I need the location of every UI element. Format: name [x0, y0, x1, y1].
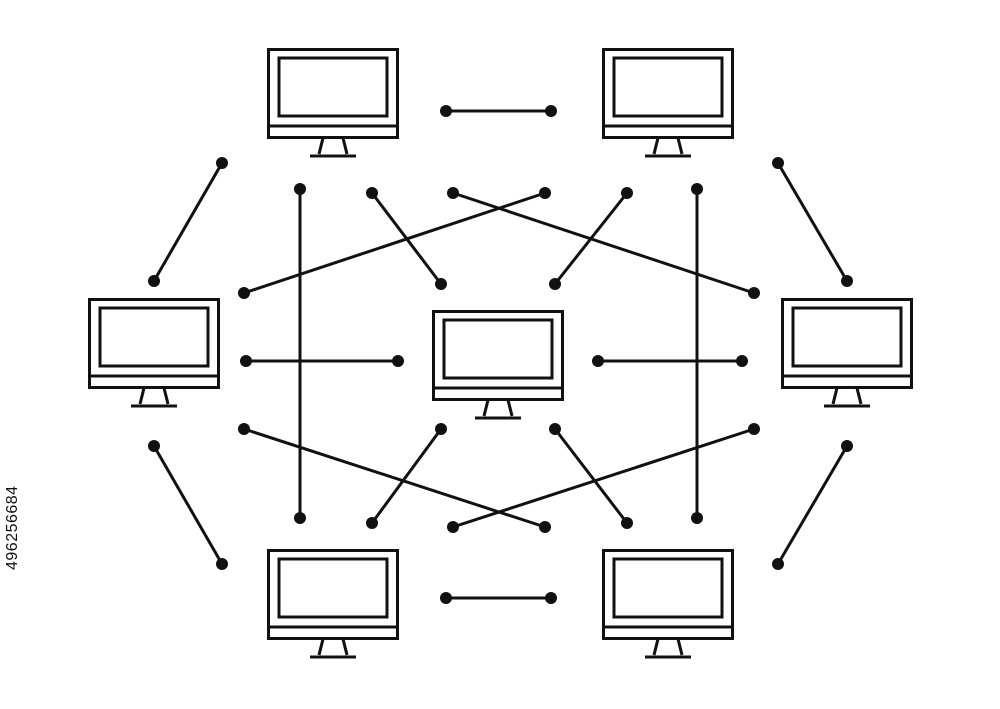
connection-line	[370, 428, 443, 524]
connection-endpoint-dot	[447, 521, 459, 533]
connection-line	[243, 191, 546, 295]
connection-endpoint-dot	[148, 440, 160, 452]
computer-right	[781, 298, 913, 408]
connection-endpoint-dot	[216, 558, 228, 570]
connection-bottom-left-to-center	[366, 423, 447, 529]
connection-endpoint-dot	[549, 278, 561, 290]
monitor-icon	[267, 48, 399, 158]
connection-endpoint-dot	[440, 105, 452, 117]
connection-endpoint-dot	[366, 517, 378, 529]
connection-top-right-to-right	[772, 157, 853, 287]
monitor-icon	[88, 298, 220, 408]
connection-endpoint-dot	[748, 423, 760, 435]
connection-bottom-right-to-center	[549, 423, 633, 529]
connection-endpoint-dot	[366, 187, 378, 199]
connection-top-left-to-top-right	[440, 105, 557, 117]
connection-endpoint-dot	[240, 355, 252, 367]
connection-top-right-to-bottom-right	[691, 183, 703, 524]
connection-line	[152, 162, 224, 282]
connection-left-to-bottom-right	[238, 423, 551, 533]
connection-top-right-to-left	[238, 187, 551, 299]
monitor-icon	[781, 298, 913, 408]
connection-center-to-right	[592, 355, 748, 367]
connection-endpoint-dot	[841, 275, 853, 287]
connection-endpoint-dot	[392, 355, 404, 367]
connection-line	[452, 427, 755, 529]
connection-endpoint-dot	[736, 355, 748, 367]
connection-endpoint-dot	[294, 512, 306, 524]
connection-endpoint-dot	[545, 592, 557, 604]
connection-left-to-bottom-left	[148, 440, 228, 570]
connection-line	[776, 445, 849, 565]
connection-line	[776, 162, 849, 282]
connection-endpoint-dot	[435, 278, 447, 290]
monitor-icon	[267, 549, 399, 659]
computer-center	[432, 310, 564, 420]
connection-endpoint-dot	[748, 287, 760, 299]
connection-bottom-left-to-bottom-right	[440, 592, 557, 604]
connection-line	[152, 445, 224, 565]
connection-top-left-to-bottom-left	[294, 183, 306, 524]
computers-layer	[88, 48, 913, 659]
connection-endpoint-dot	[592, 355, 604, 367]
connection-endpoint-dot	[772, 558, 784, 570]
connection-endpoint-dot	[549, 423, 561, 435]
connection-right-to-bottom-right	[772, 440, 853, 570]
connection-endpoint-dot	[691, 512, 703, 524]
connection-endpoint-dot	[772, 157, 784, 169]
computer-top-right	[602, 48, 734, 158]
connection-line	[452, 191, 755, 295]
monitor-icon	[602, 48, 734, 158]
connection-endpoint-dot	[545, 105, 557, 117]
connection-top-left-to-left	[148, 157, 228, 287]
computer-top-left	[267, 48, 399, 158]
connection-endpoint-dot	[148, 275, 160, 287]
connection-line	[243, 427, 546, 529]
connection-endpoint-dot	[440, 592, 452, 604]
connection-top-left-to-right	[447, 187, 760, 299]
stock-id-watermark: 496256684	[4, 485, 21, 571]
connection-endpoint-dot	[539, 187, 551, 199]
connection-endpoint-dot	[539, 521, 551, 533]
computer-bottom-left	[267, 549, 399, 659]
monitor-icon	[602, 549, 734, 659]
connection-endpoint-dot	[435, 423, 447, 435]
connection-right-to-bottom-left	[447, 423, 760, 533]
connection-endpoint-dot	[238, 423, 250, 435]
connection-endpoint-dot	[621, 517, 633, 529]
connection-endpoint-dot	[238, 287, 250, 299]
connection-endpoint-dot	[447, 187, 459, 199]
computer-left	[88, 298, 220, 408]
connection-endpoint-dot	[621, 187, 633, 199]
connection-endpoint-dot	[841, 440, 853, 452]
connection-endpoint-dot	[216, 157, 228, 169]
connections-layer	[148, 105, 853, 604]
computer-bottom-right	[602, 549, 734, 659]
connection-left-to-center	[240, 355, 404, 367]
monitor-icon	[432, 310, 564, 420]
connection-line	[553, 428, 629, 524]
connection-endpoint-dot	[691, 183, 703, 195]
connection-endpoint-dot	[294, 183, 306, 195]
